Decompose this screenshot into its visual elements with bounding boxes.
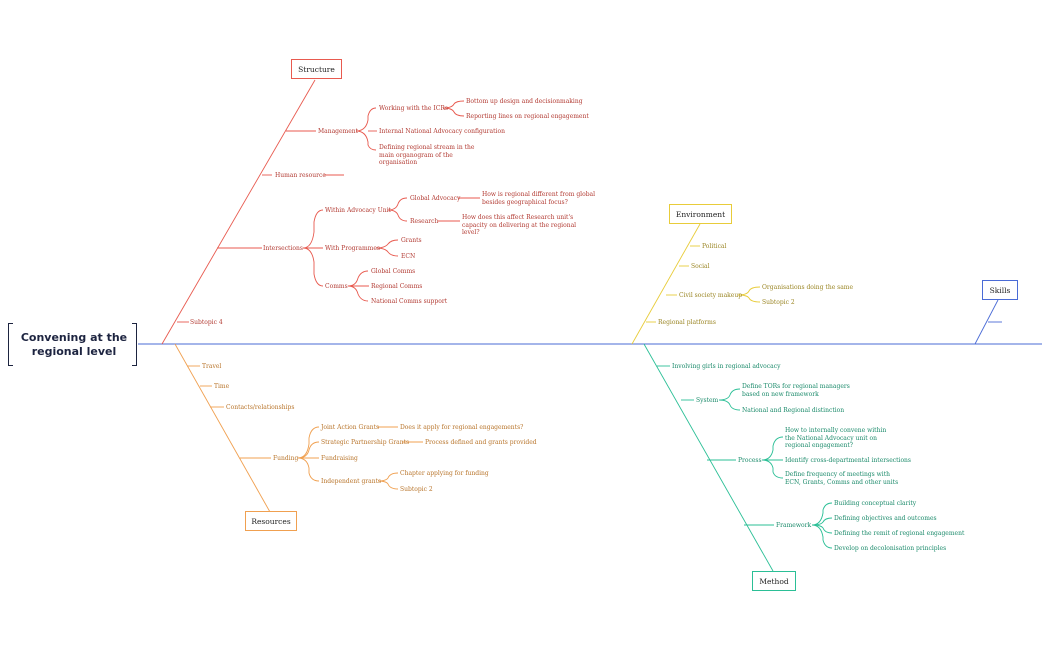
- node-political[interactable]: Political: [702, 243, 727, 250]
- node-spg[interactable]: Strategic Partnership Grants: [321, 439, 410, 446]
- node-system[interactable]: System: [696, 397, 719, 404]
- node-regional-platforms[interactable]: Regional platforms: [658, 319, 716, 326]
- node-objectives[interactable]: Defining objectives and outcomes: [834, 515, 937, 522]
- node-travel[interactable]: Travel: [202, 363, 222, 370]
- node-internal-config[interactable]: Internal National Advocacy configuration: [379, 128, 505, 135]
- node-chapter[interactable]: Chapter applying for funding: [400, 470, 489, 477]
- node-subtopic2-env[interactable]: Subtopic 2: [762, 299, 795, 306]
- node-cross-dept[interactable]: Identify cross-departmental intersection…: [785, 457, 911, 464]
- node-social[interactable]: Social: [691, 263, 710, 270]
- node-global-question[interactable]: How is regional different from global be…: [482, 191, 596, 206]
- node-national-comms[interactable]: National Comms support: [371, 298, 448, 305]
- node-global-advocacy[interactable]: Global Advocacy: [410, 195, 461, 202]
- node-framework[interactable]: Framework: [776, 522, 812, 529]
- node-time[interactable]: Time: [214, 383, 230, 390]
- central-topic[interactable]: Convening at the regional level: [20, 330, 128, 358]
- node-grants[interactable]: Grants: [401, 237, 422, 244]
- node-orgs-same[interactable]: Organisations doing the same: [762, 284, 854, 291]
- central-bracket-right: [132, 323, 137, 366]
- node-funding[interactable]: Funding: [273, 455, 299, 462]
- node-within-unit[interactable]: Within Advocacy Unit: [325, 207, 391, 214]
- node-human-resource[interactable]: Human resource: [275, 172, 326, 179]
- node-defining-stream[interactable]: Defining regional stream in the main org…: [379, 144, 475, 166]
- node-global-comms[interactable]: Global Comms: [371, 268, 416, 275]
- node-jag[interactable]: Joint Action Grants: [321, 424, 380, 431]
- node-convene[interactable]: How to internally convene within the Nat…: [785, 427, 887, 449]
- node-regional-comms[interactable]: Regional Comms: [371, 283, 423, 290]
- node-bottom-up[interactable]: Bottom up design and decisionmaking: [466, 98, 583, 105]
- node-subtopic4[interactable]: Subtopic 4: [190, 319, 223, 326]
- node-process[interactable]: Process: [738, 457, 762, 464]
- node-spg-note[interactable]: Process defined and grants provided: [425, 439, 537, 446]
- node-distinction[interactable]: National and Regional distinction: [742, 407, 845, 414]
- topic-method[interactable]: Method: [752, 571, 796, 591]
- node-independent[interactable]: Independent grants: [321, 478, 382, 485]
- node-frequency[interactable]: Define frequency of meetings with ECN, G…: [785, 471, 899, 486]
- node-fundraising[interactable]: Fundraising: [321, 455, 358, 462]
- node-comms[interactable]: Comms: [325, 283, 348, 290]
- node-contacts[interactable]: Contacts/relationships: [226, 404, 295, 411]
- node-ecn[interactable]: ECN: [401, 253, 416, 260]
- node-remit[interactable]: Defining the remit of regional engagemen…: [834, 530, 965, 537]
- node-subtopic2-res[interactable]: Subtopic 2: [400, 486, 433, 493]
- topic-structure[interactable]: Structure: [291, 59, 342, 79]
- node-civil-society[interactable]: Civil society makeup: [679, 292, 743, 299]
- node-intersections[interactable]: Intersections: [263, 245, 303, 252]
- node-tors[interactable]: Define TORs for regional managers based …: [742, 383, 850, 398]
- topic-environment[interactable]: Environment: [669, 204, 732, 224]
- node-working-icrs[interactable]: Working with the ICRs: [379, 105, 448, 112]
- node-involving-girls[interactable]: Involving girls in regional advocacy: [672, 363, 781, 370]
- node-reporting-lines[interactable]: Reporting lines on regional engagement: [466, 113, 589, 120]
- node-clarity[interactable]: Building conceptual clarity: [834, 500, 917, 507]
- topic-resources[interactable]: Resources: [245, 511, 297, 531]
- node-with-programmes[interactable]: With Programmes: [325, 245, 380, 252]
- node-management[interactable]: Management: [318, 128, 359, 135]
- central-bracket-left: [8, 323, 13, 366]
- node-decolonisation[interactable]: Develop on decolonisation principles: [834, 545, 947, 552]
- node-research-question[interactable]: How does this affect Research unit's cap…: [462, 214, 577, 236]
- node-jag-question[interactable]: Does it apply for regional engagements?: [400, 424, 524, 431]
- node-research[interactable]: Research: [410, 218, 439, 225]
- topic-skills[interactable]: Skills: [982, 280, 1018, 300]
